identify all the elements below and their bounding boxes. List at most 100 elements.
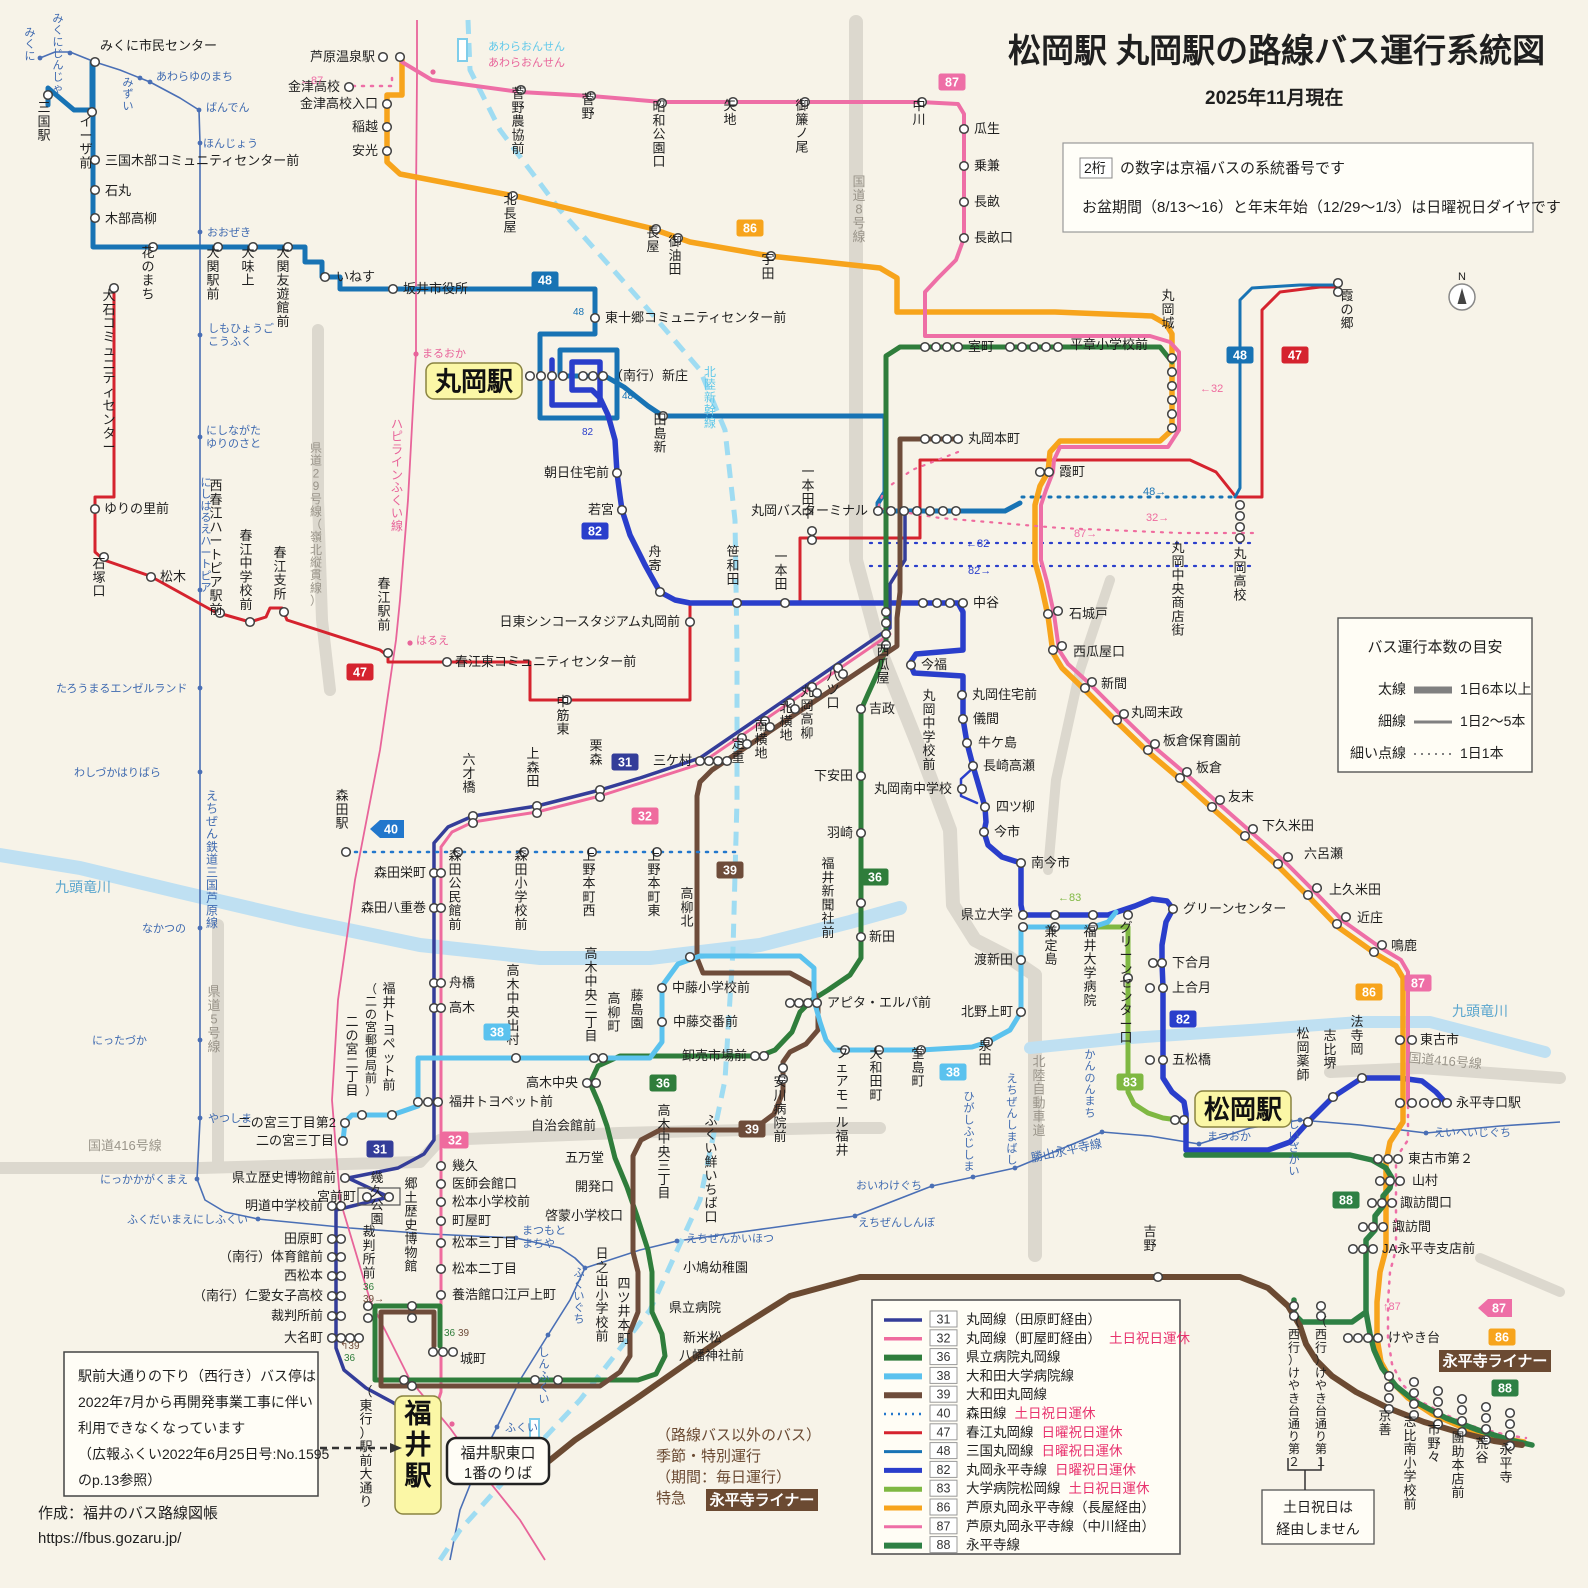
- label: 自治会館前: [531, 1118, 596, 1133]
- label: 県立病院: [669, 1300, 721, 1315]
- label: 泉田: [978, 1038, 991, 1067]
- bus-stops-layer: [42, 51, 1516, 1452]
- label: 堂島町: [911, 1046, 924, 1089]
- rail-station-dot: [197, 925, 203, 931]
- label: 霞の郷: [1340, 288, 1353, 331]
- label: 東古市第２: [1408, 1151, 1473, 1166]
- bus-stop: [758, 1050, 770, 1062]
- label: 開発口: [575, 1179, 614, 1194]
- bus-stop: [1015, 857, 1027, 869]
- bus-stop: [244, 616, 256, 628]
- label: 丸岡末政: [1131, 705, 1183, 720]
- rail-station-dot: [407, 640, 413, 646]
- svg-text:松岡駅: 松岡駅: [1204, 1094, 1282, 1124]
- bus-stop: [1156, 957, 1168, 969]
- label: 丸岡本町: [968, 431, 1020, 446]
- route-badge-40: 40: [370, 820, 404, 838]
- label: 石城戸: [1069, 606, 1108, 621]
- label: 国道416号線: [1408, 1050, 1483, 1071]
- label: 坂井市役所: [403, 281, 468, 296]
- svg-text:31: 31: [373, 1143, 387, 1157]
- bus-stop: [1166, 380, 1178, 392]
- hapi-railway-line: [331, 20, 546, 1561]
- label: 中谷: [973, 595, 999, 610]
- bus-stop: [1456, 1426, 1468, 1438]
- label: にしはるえハートピア: [201, 477, 212, 594]
- bus-stop: [589, 312, 601, 324]
- bus-stop: [1352, 1332, 1364, 1344]
- label: 春江支所: [273, 545, 286, 601]
- bus-stop: [958, 160, 970, 172]
- label: 啓蒙小学校口: [545, 1208, 623, 1223]
- label: ゆりの里前: [104, 501, 169, 516]
- liner-note-line: 季節・特別運行: [656, 1447, 761, 1465]
- bus-stop: [1406, 1097, 1418, 1109]
- bus-stop: [931, 597, 943, 609]
- label: （二の宮郵便局前）: [365, 982, 377, 1098]
- label: 志比南小学校前: [1403, 1414, 1416, 1512]
- label: 北陸新幹線: [704, 365, 716, 430]
- label: 医師会館口: [452, 1176, 517, 1191]
- label: ふくだいまえにしふくい: [127, 1213, 248, 1226]
- bus-stop: [435, 867, 447, 879]
- svg-text:40: 40: [384, 823, 398, 837]
- label: 高木中央: [526, 1075, 578, 1090]
- label: 吉野: [1143, 1224, 1156, 1253]
- bus-stop: [339, 1172, 351, 1184]
- label: 南今市: [1031, 855, 1070, 870]
- label: おおぜき: [207, 226, 251, 239]
- frequency-row-desc: 1日2～5本: [1460, 713, 1525, 729]
- bus-stop: [1087, 909, 1099, 921]
- label: 春江中学校前: [239, 528, 252, 612]
- bus-stop: [1331, 918, 1343, 930]
- svg-text:31: 31: [618, 756, 632, 770]
- frequency-legend-box: [1337, 617, 1533, 773]
- fukui-east-box: [445, 1436, 551, 1486]
- label: ↑87: [1383, 1301, 1401, 1313]
- construction-note-line: 2022年7月から再開発事業工事に伴い: [78, 1394, 313, 1410]
- label: 松岡薬師: [1296, 1026, 1309, 1082]
- info-note-box: [1062, 142, 1534, 233]
- bus-stop: [611, 467, 623, 479]
- bus-stop: [1040, 341, 1052, 353]
- label: 卸売市場前: [682, 1048, 747, 1063]
- liner-note-line: 特急: [656, 1490, 686, 1507]
- bus-stop: [1118, 708, 1130, 720]
- legend-route-name: 森田線土日祝日運休: [966, 1406, 1096, 1421]
- label: 木部高柳: [105, 211, 157, 226]
- label: 矢地: [723, 98, 736, 127]
- label: 48: [573, 307, 585, 318]
- label: ←82: [966, 538, 989, 550]
- label: 大関駅前: [206, 245, 219, 301]
- route-legend-box: [871, 1299, 1181, 1555]
- label: 森田小学校前: [514, 848, 527, 932]
- bus-stop: [339, 1117, 351, 1129]
- svg-text:38: 38: [490, 1026, 504, 1040]
- bus-stop: [89, 56, 101, 68]
- weekend-skip-box: [1261, 1489, 1375, 1545]
- label: 中藤交番前: [673, 1014, 738, 1029]
- bus-stop: [340, 846, 352, 858]
- bus-stop: [656, 97, 668, 109]
- bus-stop: [1394, 1175, 1406, 1187]
- legend-route-name: 芦原丸岡永平寺線（長屋経由）: [966, 1500, 1155, 1515]
- label: 九頭竜川: [1452, 1003, 1508, 1019]
- route-badge-48: 48: [1226, 346, 1254, 364]
- notes-layer: 駅前大通りの下り（西行き）バス停は2022年7月から再開発事業工事に伴い利用でき…: [38, 1351, 1375, 1547]
- frequency-row-label: 細線: [1378, 713, 1406, 729]
- label: ↰39: [340, 1341, 360, 1352]
- bus-stop: [1079, 682, 1091, 694]
- bus-stop: [811, 687, 823, 699]
- route-badge-36: 36: [649, 1074, 677, 1092]
- bus-stop: [872, 505, 884, 517]
- bus-stop: [1178, 1114, 1190, 1126]
- route-line-47: [93, 285, 1340, 702]
- label: 市野々: [1427, 1422, 1440, 1465]
- label: 京善: [1378, 1408, 1391, 1437]
- label: 八幡神社前: [679, 1348, 744, 1363]
- legend-route-name: 芦原丸岡永平寺線（中川経由）: [966, 1519, 1155, 1534]
- label: はるえ: [416, 634, 449, 647]
- label: 福井トヨペット前: [449, 1094, 553, 1109]
